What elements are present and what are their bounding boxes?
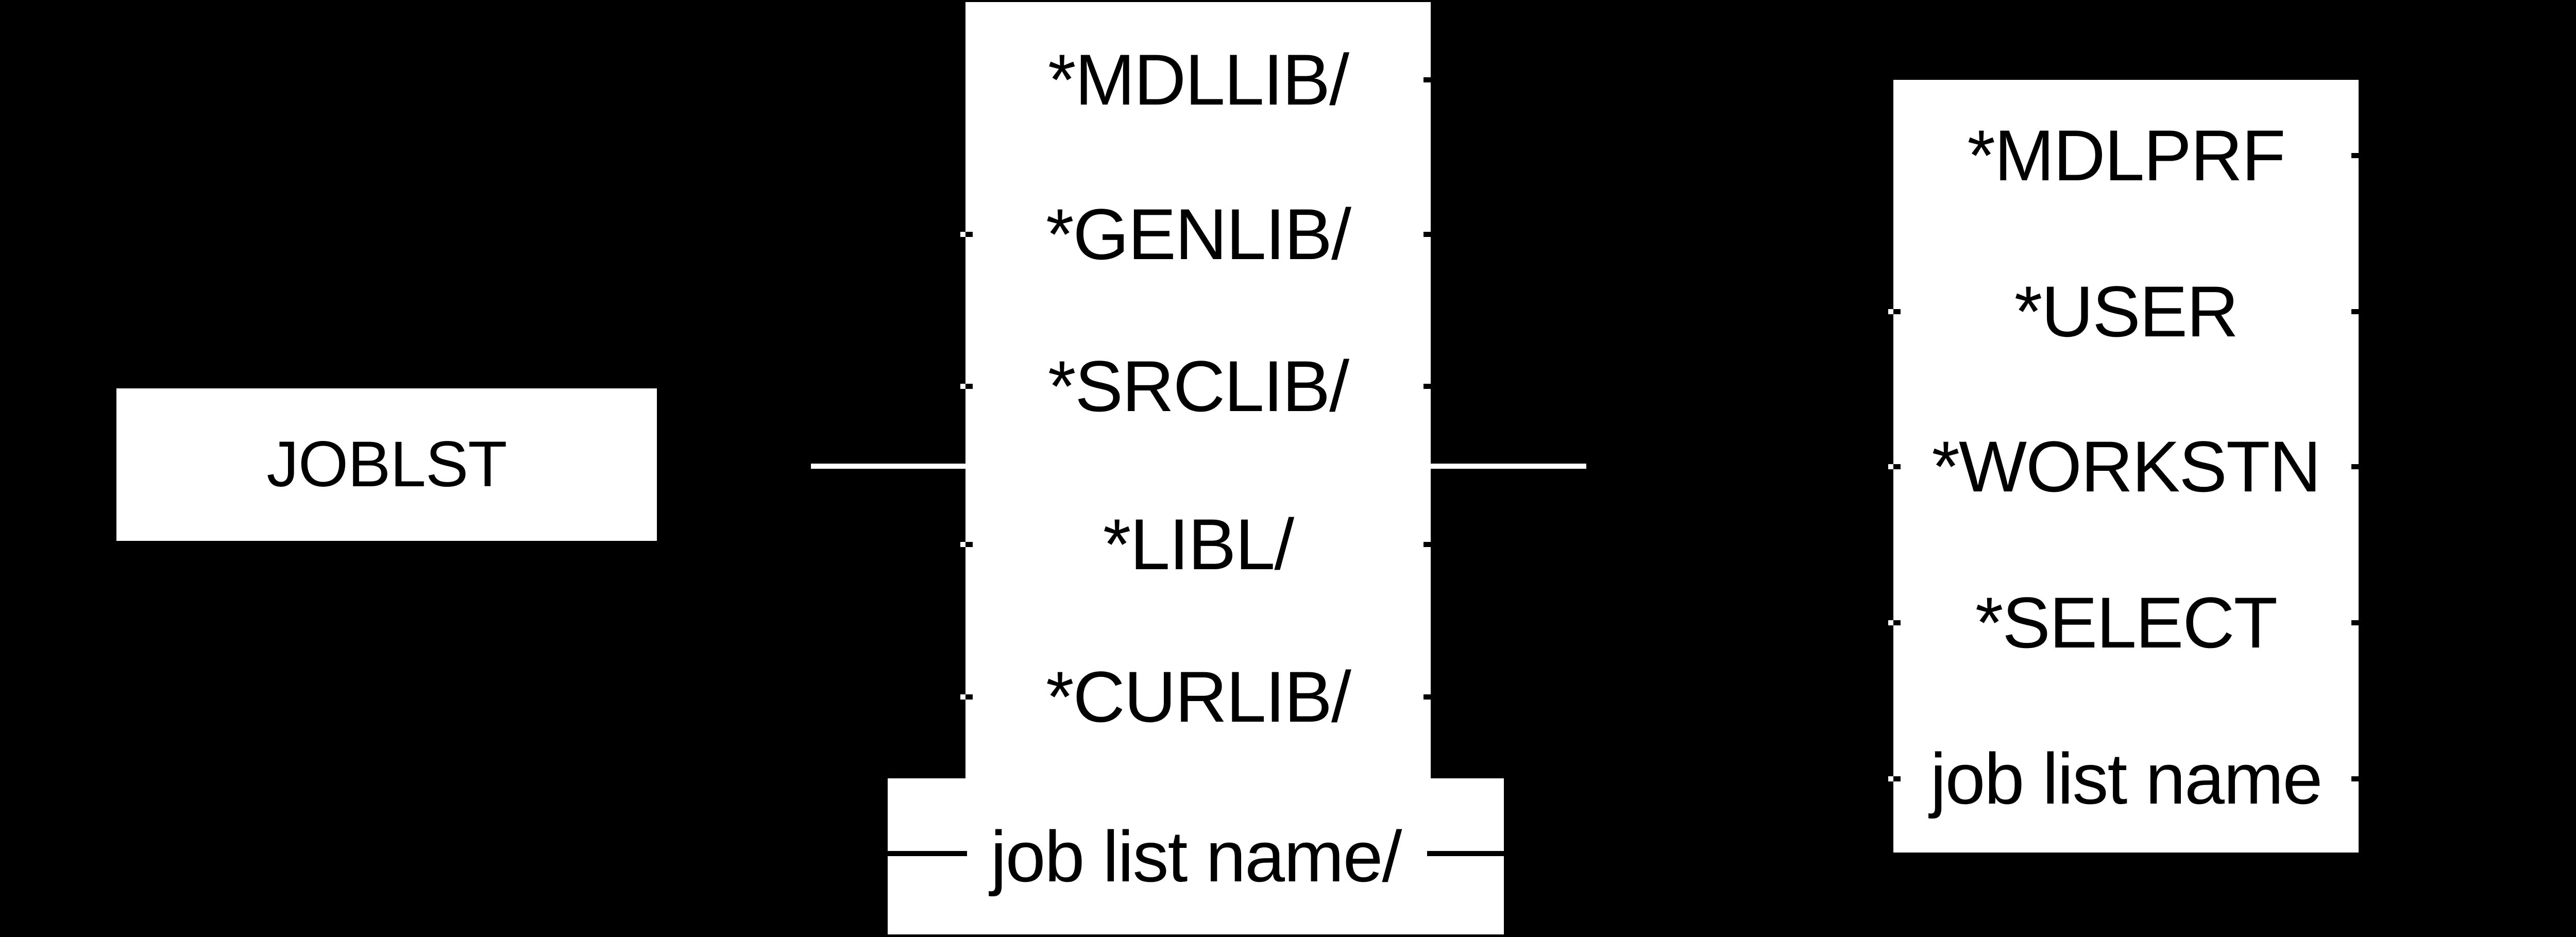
branch-stub <box>1893 776 1901 781</box>
branch-stub <box>1893 620 1901 625</box>
branch-stub <box>1423 384 1431 389</box>
branch-stub <box>1423 232 1431 237</box>
branch-stub <box>2351 464 2359 469</box>
branch-dot <box>960 542 965 547</box>
branch-stub <box>2351 153 2359 158</box>
option-label-user: *USER <box>2014 271 2239 352</box>
command-label: JOBLST <box>266 429 507 500</box>
branch-dot <box>1888 464 1893 469</box>
branch-stub <box>1893 309 1901 314</box>
library-qualifier-box: *MDLLIB/ *GENLIB/ *SRCLIB/ *LIBL/ *CURLI… <box>960 2 1431 778</box>
option-label-select: *SELECT <box>1975 582 2278 663</box>
branch-dot <box>1888 309 1893 314</box>
option-label-workstn: *WORKSTN <box>1931 426 2321 507</box>
option-label-mdlprf: *MDLPRF <box>1967 115 2285 196</box>
option-label-libl: *LIBL/ <box>1103 504 1294 585</box>
option-label-srclib: *SRCLIB/ <box>1047 346 1349 427</box>
trunk-line-right <box>1431 464 1586 469</box>
option-label-mdllib: *MDLLIB/ <box>1047 39 1349 120</box>
branch-stub <box>2351 776 2359 781</box>
branch-stub <box>1423 542 1431 547</box>
branch-dot <box>960 232 965 237</box>
command-box: JOBLST <box>116 388 657 541</box>
branch-stub <box>1423 694 1431 700</box>
branch-stub <box>965 232 973 237</box>
branch-stub <box>965 542 973 547</box>
branch-dot <box>1888 776 1893 781</box>
branch-stub <box>965 694 973 700</box>
option-label-job-list-name: job list name <box>1930 738 2323 819</box>
option-label-curlib: *CURLIB/ <box>1046 656 1351 737</box>
branch-stub <box>965 384 973 389</box>
option-label-genlib: *GENLIB/ <box>1046 194 1351 275</box>
branch-stub <box>2351 620 2359 625</box>
branch-stub <box>2351 309 2359 314</box>
trunk-line-left <box>811 464 968 469</box>
branch-dot <box>960 694 965 700</box>
branch-dot <box>1888 620 1893 625</box>
branch-stub <box>1423 77 1431 82</box>
library-name-line-right <box>1427 851 1504 856</box>
branch-stub <box>1893 464 1901 469</box>
job-list-box: *MDLPRF *USER *WORKSTN *SELECT job list … <box>1888 80 2359 853</box>
library-name-line-left <box>888 851 967 856</box>
library-name-label: job list name/ <box>990 816 1402 897</box>
branch-dot <box>960 384 965 389</box>
library-name-box: job list name/ <box>888 778 1504 934</box>
